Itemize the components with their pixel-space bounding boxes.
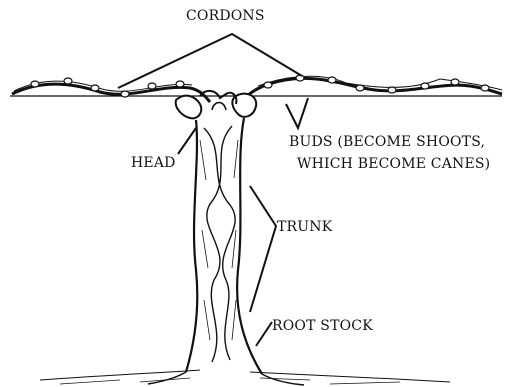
trunk-leader — [250, 186, 276, 312]
label-root-stock: ROOT STOCK — [272, 318, 373, 335]
cordons-leader — [118, 34, 302, 88]
label-buds-line1: BUDS (BECOME SHOOTS, — [289, 134, 485, 151]
root-stock-leader — [256, 322, 272, 346]
buds-leader — [286, 98, 308, 128]
vine-trunk — [186, 103, 262, 375]
head-leader — [178, 128, 196, 154]
label-cordons: CORDONS — [186, 8, 265, 25]
label-trunk: TRUNK — [277, 219, 332, 236]
label-buds-line2: WHICH BECOME CANES) — [297, 156, 490, 173]
label-head: HEAD — [131, 155, 176, 172]
vine-head — [176, 91, 257, 118]
ground-line — [40, 370, 450, 385]
